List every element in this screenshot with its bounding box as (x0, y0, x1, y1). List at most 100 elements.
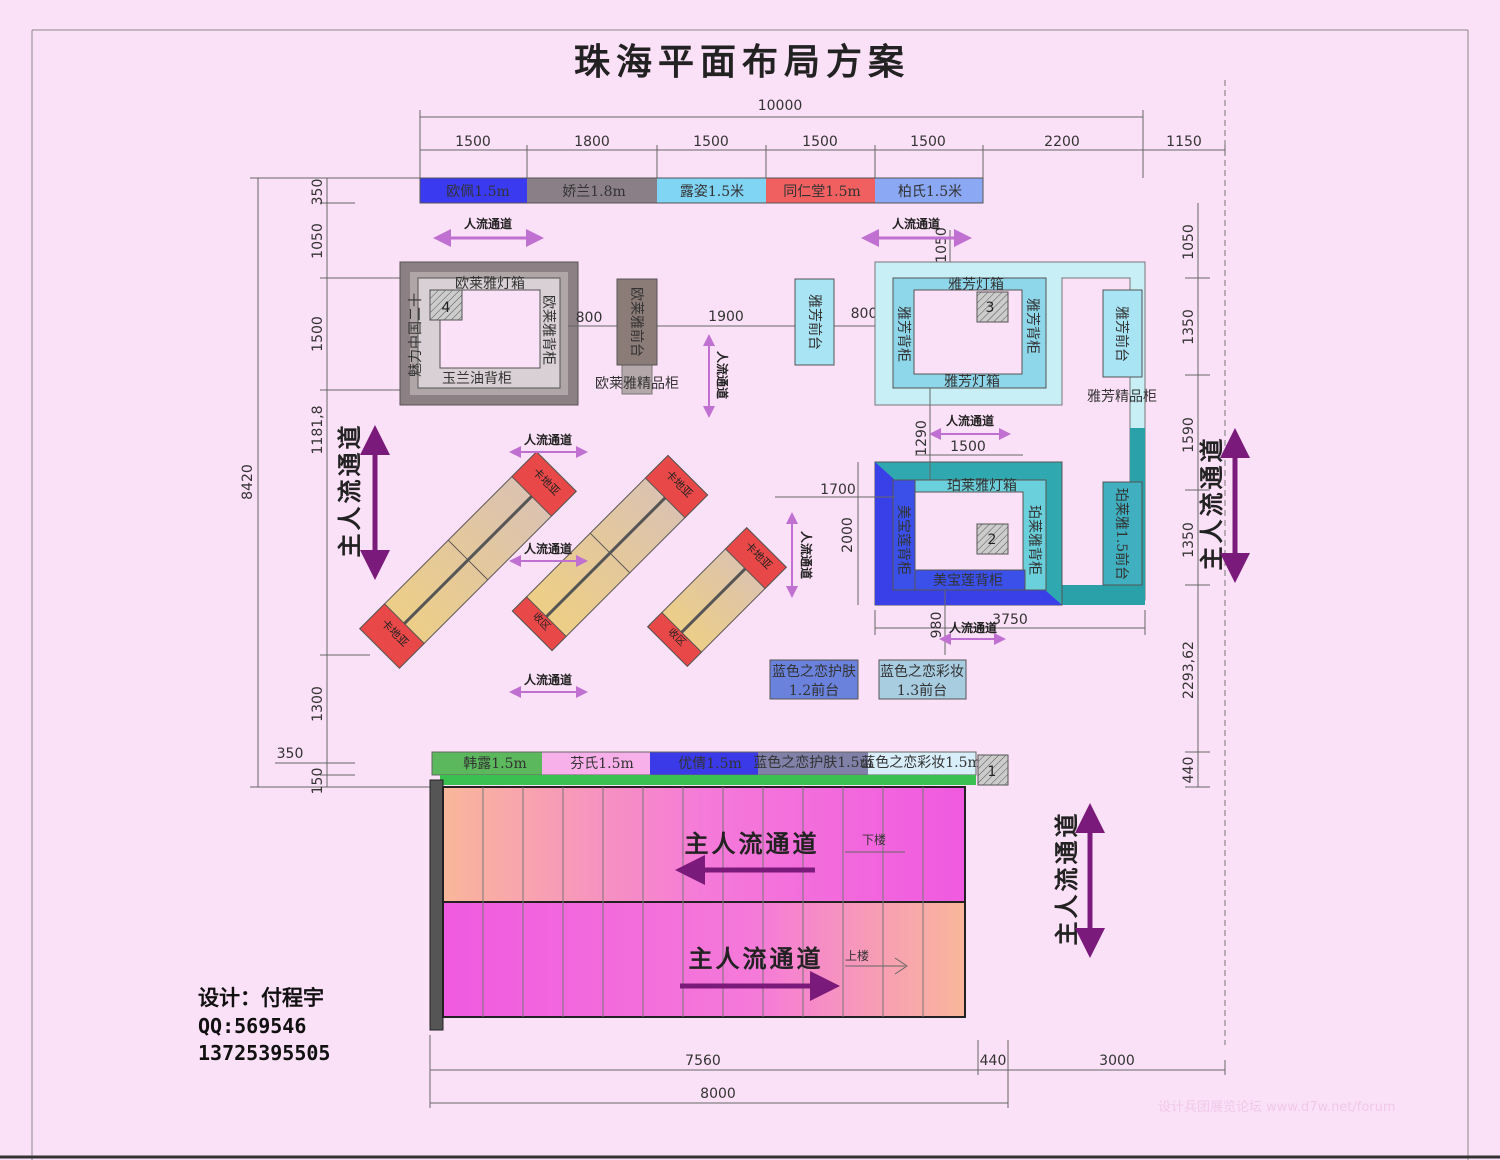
booth-2-dims: 1290 1500 1700 2000 3750 980 (775, 388, 1146, 655)
aisle-label: 人流通道 (799, 531, 814, 579)
dim: 3000 (1099, 1053, 1135, 1069)
escalator: 下楼 上楼 主人流通道 主人流通道 (429, 779, 966, 1031)
stairs-down-label: 下楼 (862, 832, 886, 847)
booth-2: 2 珀莱雅灯箱 美宝莲背柜 美宝莲背柜 珀莱雅背柜 珀莱雅1.5前台 (874, 428, 1145, 606)
dim: 1500 (310, 316, 326, 352)
aisle-label: 人流通道 (524, 672, 572, 687)
brand-slot (542, 752, 650, 775)
dim: 2293,62 (1181, 641, 1197, 699)
dim: 1150 (1166, 134, 1202, 150)
designer-name: 设计：付程宇 (198, 986, 324, 1010)
dim: 440 (980, 1053, 1007, 1069)
designer-info: 设计：付程宇 QQ:569546 13725395505 (198, 986, 330, 1065)
main-aisle-label: 主人流通道 (1198, 436, 1226, 571)
brand-slot (875, 178, 983, 203)
front-desk-makeup: 蓝色之恋彩妆 1.3前台 (878, 659, 967, 700)
brand-slot (657, 178, 766, 203)
dim: 1290 (914, 420, 930, 456)
dim: 1050 (934, 227, 950, 263)
dim: 1700 (820, 482, 856, 498)
left-dimensions: 8420 350 1050 1500 1181,8 1300 350 150 (240, 177, 430, 795)
dim: 150 (310, 768, 326, 795)
top-brand-bar: 欧佩1.5m 娇兰1.8m 露姿1.5米 同仁堂1.5m 柏氏1.5米 (419, 177, 984, 204)
watermark: 设计兵团展览论坛 www.d7w.net/forum (1158, 1099, 1396, 1115)
dim: 980 (929, 612, 945, 639)
dim: 7560 (685, 1053, 721, 1069)
brand-slot (650, 752, 758, 775)
booth-label: 玉兰油背柜 (442, 371, 512, 387)
counter-label: 雅芳前台 (1113, 306, 1130, 362)
dim: 1500 (455, 134, 491, 150)
aisle-label: 人流通道 (715, 351, 730, 399)
booth-3: 3 雅芳灯箱 雅芳灯箱 雅芳背柜 雅芳背柜 雅芳前台 雅芳精品柜 1050 (874, 227, 1157, 601)
booth-label: 雅芳背柜 (895, 306, 912, 362)
bottom-dimensions: 7560 440 3000 8000 (429, 1035, 1226, 1108)
desk-label: 蓝色之恋护肤 (772, 663, 856, 680)
booth-label: 雅芳背柜 (1024, 298, 1041, 354)
designer-phone: 13725395505 (198, 1041, 330, 1065)
dim: 1300 (310, 686, 326, 722)
desk-label: 蓝色之恋彩妆 (880, 663, 964, 680)
brand-label: 欧佩1.5m (446, 184, 510, 200)
brand-label: 柏氏1.5米 (898, 184, 962, 200)
desk-label: 1.3前台 (897, 682, 947, 699)
booth-number: 2 (988, 532, 997, 548)
booth-label: 美宝莲背柜 (895, 505, 911, 575)
main-aisle-markers: 主人流通道 主人流通道 主人流通道 (336, 423, 1250, 958)
counter-label: 雅芳精品柜 (1087, 388, 1157, 405)
brand-label: 同仁堂1.5m (783, 184, 861, 200)
booth-label: 珀莱雅背柜 (1026, 505, 1042, 575)
dim: 1350 (1181, 309, 1197, 345)
dim: 2000 (840, 517, 856, 553)
bottom-brand-bar: 韩露1.5m 芬氏1.5m 优倩1.5m 蓝色之恋护肤1.5m 蓝色之恋彩妆1.… (431, 751, 1009, 786)
counter-label: 欧莱雅前台 (628, 287, 645, 357)
main-aisle-label: 主人流通道 (689, 945, 824, 973)
diagonal-counter: 卡地亚 收区 (646, 526, 788, 668)
aisle-label: 人流通道 (464, 216, 512, 231)
booth-4: 4 欧莱雅灯箱 玉兰油背柜 欧莱雅背柜 魅力中国二十 (399, 261, 579, 406)
dim: 1500 (802, 134, 838, 150)
dim: 1500 (910, 134, 946, 150)
oreal-counter: 欧莱雅前台 欧莱雅精品柜 (595, 278, 679, 395)
main-aisle-label: 主人流通道 (336, 423, 364, 558)
dim: 800 (851, 306, 878, 322)
brand-label: 娇兰1.8m (562, 184, 626, 200)
avon-counter: 雅芳前台 (794, 278, 835, 366)
main-aisle-label: 主人流通道 (685, 830, 820, 858)
booth-label: 珀莱雅灯箱 (947, 478, 1017, 494)
aisle-label: 人流通道 (524, 432, 572, 447)
dim: 1050 (1181, 224, 1197, 260)
diagonal-counter: 卡地亚 收区 (511, 454, 709, 652)
brand-slot (527, 178, 657, 203)
brand-label: 优倩1.5m (678, 756, 742, 772)
dim: 440 (1181, 757, 1197, 784)
dim: 3750 (992, 612, 1028, 628)
booth-number: 4 (442, 300, 451, 316)
aisle-label: 人流通道 (949, 620, 997, 635)
aisle-label: 人流通道 (524, 541, 572, 556)
booth-label: 欧莱雅背柜 (540, 295, 556, 365)
page-title: 珠海平面布局方案 (574, 42, 910, 83)
counter-label: 欧莱雅精品柜 (595, 376, 679, 392)
booth-label: 雅芳灯箱 (948, 276, 1004, 293)
aisle-label: 人流通道 (946, 413, 994, 428)
aisle-label: 人流通道 (892, 216, 940, 231)
brand-slot (758, 752, 868, 775)
dim: 1050 (310, 223, 326, 259)
brand-slot (766, 178, 875, 203)
top-dimensions: 10000 1500 1800 1500 1500 1500 2200 1150 (419, 98, 1226, 178)
dim: 1590 (1181, 417, 1197, 453)
brand-label: 芬氏1.5m (570, 756, 634, 772)
dim-total-depth: 8000 (700, 1086, 736, 1102)
counter-label: 雅芳前台 (806, 294, 823, 350)
right-dimensions: 1050 1350 1590 1350 2293,62 440 (1181, 203, 1210, 788)
main-aisle-label: 主人流通道 (1053, 811, 1081, 946)
dim: 1500 (693, 134, 729, 150)
front-desk-skincare: 蓝色之恋护肤 1.2前台 (769, 659, 859, 700)
dim-total-height: 8420 (240, 464, 256, 500)
dim: 1900 (708, 309, 744, 325)
dim: 350 (310, 179, 326, 206)
booth-label: 魅力中国二十 (408, 293, 424, 377)
dim-total-width: 10000 (758, 98, 803, 114)
desk-label: 1.2前台 (789, 682, 839, 699)
